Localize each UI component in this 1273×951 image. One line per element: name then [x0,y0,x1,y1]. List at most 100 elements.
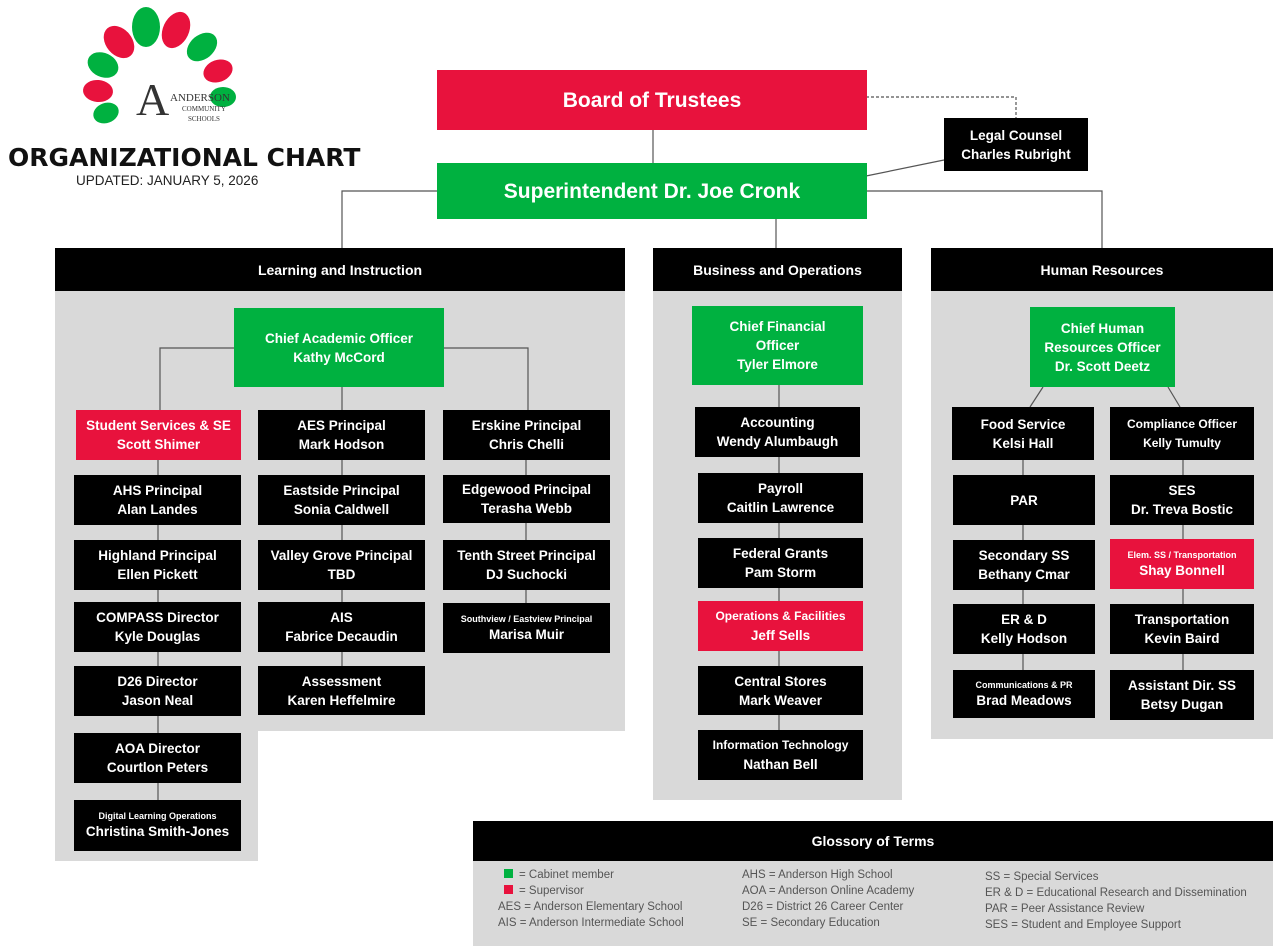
legal-title: Legal Counsel [969,127,1063,143]
federal-grants-box: Federal Grants Pam Storm [698,538,863,588]
glossary-header: Glossory of Terms [473,821,1273,861]
role-name: Jason Neal [121,693,194,708]
southview-eastview-principal-box: Southview / Eastview Principal Marisa Mu… [443,603,610,653]
ahs-principal-box: AHS Principal Alan Landes [74,475,241,525]
role-title: Eastside Principal [283,483,400,498]
glossary-entry: = Cabinet member [519,869,614,881]
role-name: Karen Heffelmire [287,692,396,708]
compliance-officer-box: Compliance Officer Kelly Tumulty [1110,407,1254,460]
role-name: Sonia Caldwell [293,502,390,517]
role-title: Central Stores [734,673,827,689]
role-name: Alan Landes [117,502,198,517]
assessment-box: Assessment Karen Heffelmire [258,666,425,715]
role-name: Betsy Dugan [1140,697,1224,712]
role-name: Marisa Muir [488,626,565,642]
chro-title: Chief Human Resources Officer [1044,320,1161,355]
legal-counsel: Legal Counsel Charles Rubright [944,118,1088,171]
superintendent-label: Superintendent Dr. Joe Cronk [503,179,801,203]
role-name: Kyle Douglas [114,629,201,644]
chief-hr-officer: Chief Human Resources Officer Dr. Scott … [1030,307,1175,387]
logo-line3: SCHOOLS [188,115,220,123]
chief-financial-officer: Chief Financial Officer Tyler Elmore [692,306,863,385]
glossary-entry: SES = Student and Employee Support [985,919,1181,931]
page-title: ORGANIZATIONAL CHART [8,143,361,172]
role-name: Kevin Baird [1144,631,1220,646]
role-title: D26 Director [117,674,198,689]
chro-name: Dr. Scott Deetz [1054,358,1151,374]
board-label: Board of Trustees [562,88,742,112]
cfo-title: Chief Financial Officer [729,319,826,353]
ses-box: SES Dr. Treva Bostic [1110,475,1254,525]
logo-letter: A [136,74,169,125]
logo-line1: ANDERSON [170,92,230,104]
role-title: Transportation [1134,612,1230,627]
role-name: TBD [327,567,356,582]
role-title: Operations & Facilities [715,609,846,623]
role-title: Southview / Eastview Principal [460,613,593,624]
glossary-entry: AOA = Anderson Online Academy [742,885,915,897]
glossary-entry: SE = Secondary Education [742,917,880,929]
glossary-supervisor-row: = Supervisor [498,883,684,899]
glossary-col3: SS = Special Services ER & D = Education… [985,869,1247,933]
central-stores-box: Central Stores Mark Weaver [698,666,863,715]
role-title: SES [1168,483,1196,498]
role-name: Courtlon Peters [106,760,209,775]
role-title: Highland Principal [98,548,217,563]
role-title: AHS Principal [112,483,203,498]
cfo-name: Tyler Elmore [737,357,818,372]
secondary-ss-box: Secondary SS Bethany Cmar [953,540,1095,590]
er-d-box: ER & D Kelly Hodson [953,604,1095,654]
role-name: Kelsi Hall [992,435,1054,451]
role-title: AES Principal [297,418,386,433]
role-name: Jeff Sells [750,628,811,643]
role-title: COMPASS Director [96,610,219,625]
role-title: Tenth Street Principal [457,548,596,563]
cabinet-swatch [504,869,513,878]
legal-name: Charles Rubright [961,146,1071,162]
role-name: Caitlin Lawrence [726,500,835,515]
role-title: Digital Learning Operations [98,811,217,821]
logo-line2: COMMUNITY [182,105,226,113]
role-name: Kelly Tumulty [1143,435,1221,450]
role-title: Assistant Dir. SS [1127,678,1237,693]
supervisor-swatch [504,885,513,894]
superintendent: Superintendent Dr. Joe Cronk [437,163,867,219]
business-header: Business and Operations [653,248,902,291]
role-name: Shay Bonnell [1139,562,1225,578]
glossary-entry: SS = Special Services [985,871,1099,883]
role-title: Valley Grove Principal [270,548,413,563]
role-name: Ellen Pickett [117,567,198,582]
role-name: DJ Suchocki [485,567,568,582]
role-title: Edgewood Principal [461,482,591,497]
glossary-cabinet-row: = Cabinet member [498,867,684,883]
role-title: Compliance Officer [1126,416,1238,431]
role-title: Elem. SS / Transportation [1127,549,1237,560]
role-name: Kelly Hodson [980,631,1068,646]
compass-director-box: COMPASS Director Kyle Douglas [74,602,241,652]
elem-ss-transportation-box: Elem. SS / Transportation Shay Bonnell [1110,539,1254,589]
assistant-dir-ss-box: Assistant Dir. SS Betsy Dugan [1110,670,1254,720]
role-title: AIS [330,610,353,625]
role-name: Bethany Cmar [978,567,1070,582]
aoa-director-box: AOA Director Courtlon Peters [74,733,241,783]
anderson-logo: A ANDERSON COMMUNITY SCHOOLS [83,7,236,127]
role-name: Terasha Webb [480,501,573,516]
payroll-box: Payroll Caitlin Lawrence [698,473,863,523]
role-name: Brad Meadows [976,692,1072,708]
valley-grove-principal-box: Valley Grove Principal TBD [258,540,425,590]
d26-director-box: D26 Director Jason Neal [74,666,241,716]
learning-header: Learning and Instruction [55,248,625,291]
role-title: PAR [1010,492,1038,508]
glossary-entry: AHS = Anderson High School [742,869,893,881]
highland-principal-box: Highland Principal Ellen Pickett [74,540,241,590]
role-name: Pam Storm [744,565,817,580]
role-name: Chris Chelli [488,437,564,452]
role-name: Scott Shimer [116,437,201,452]
glossary-col2: AHS = Anderson High School AOA = Anderso… [742,867,914,931]
communications-pr-box: Communications & PR Brad Meadows [953,670,1095,718]
glossary-entry: PAR = Peer Assistance Review [985,903,1145,915]
role-title: Communications & PR [975,679,1073,690]
tenth-street-principal-box: Tenth Street Principal DJ Suchocki [443,540,610,590]
aes-principal-box: AES Principal Mark Hodson [258,410,425,460]
logo-petals [83,7,236,124]
